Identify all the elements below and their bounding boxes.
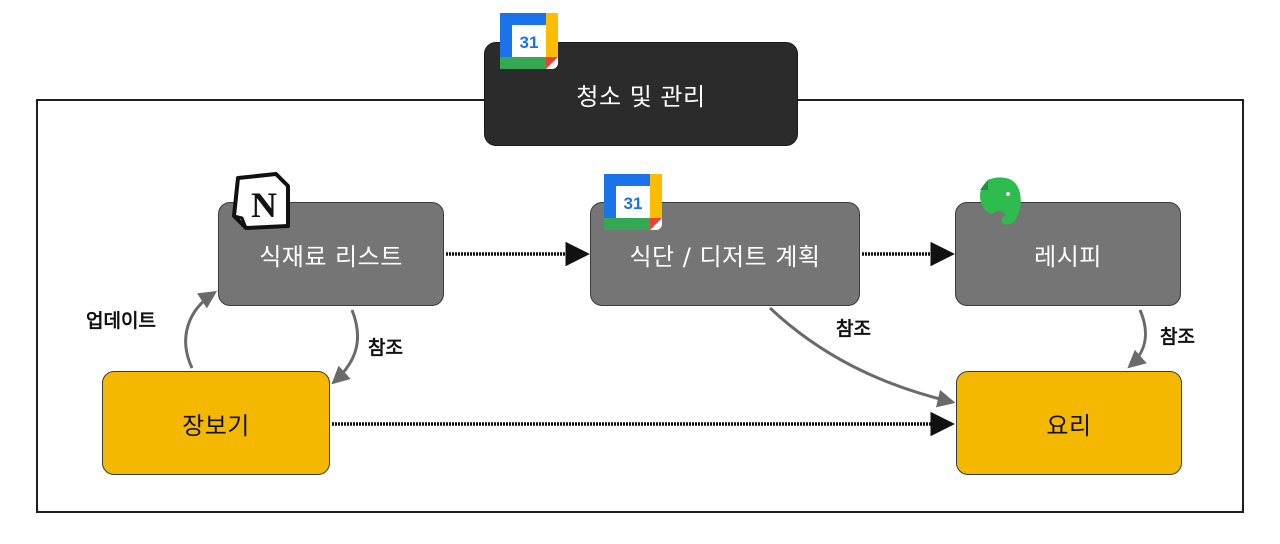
- node-recipe[interactable]: 레시피: [955, 202, 1181, 306]
- node-cooking-label: 요리: [1046, 411, 1092, 440]
- svg-text:31: 31: [624, 194, 643, 213]
- node-meal-plan-label: 식단 / 디저트 계획: [629, 242, 821, 271]
- arrow-update-shopping-to-ingredients: [184, 291, 218, 369]
- node-cooking[interactable]: 요리: [956, 371, 1182, 475]
- google-calendar-icon: 31: [500, 13, 558, 73]
- svg-text:31: 31: [520, 33, 539, 52]
- svg-text:N: N: [251, 185, 277, 225]
- node-cleaning[interactable]: 청소 및 관리: [484, 42, 798, 146]
- arrow-ref-ingredients-to-shopping: [331, 309, 360, 385]
- node-shopping[interactable]: 장보기: [102, 371, 330, 475]
- label-ref-shopping: 참조: [368, 337, 403, 359]
- label-ref-meal-cooking: 참조: [836, 318, 871, 340]
- arrow-ref-recipe-to-cooking: [1127, 309, 1147, 369]
- node-recipe-label: 레시피: [1034, 242, 1102, 271]
- node-ingredients[interactable]: 식재료 리스트: [218, 202, 444, 306]
- node-cleaning-label: 청소 및 관리: [576, 82, 706, 111]
- arrow-ref-mealplan-to-cooking: [768, 306, 956, 408]
- node-meal-plan[interactable]: 식단 / 디저트 계획: [590, 202, 860, 306]
- google-calendar-icon: 31: [604, 174, 662, 234]
- label-update: 업데이트: [86, 310, 156, 332]
- node-ingredients-label: 식재료 리스트: [259, 242, 403, 271]
- node-shopping-label: 장보기: [182, 411, 250, 440]
- label-ref-recipe-cooking: 참조: [1160, 326, 1195, 348]
- evernote-icon: [974, 174, 1024, 234]
- notion-icon: N: [232, 172, 292, 234]
